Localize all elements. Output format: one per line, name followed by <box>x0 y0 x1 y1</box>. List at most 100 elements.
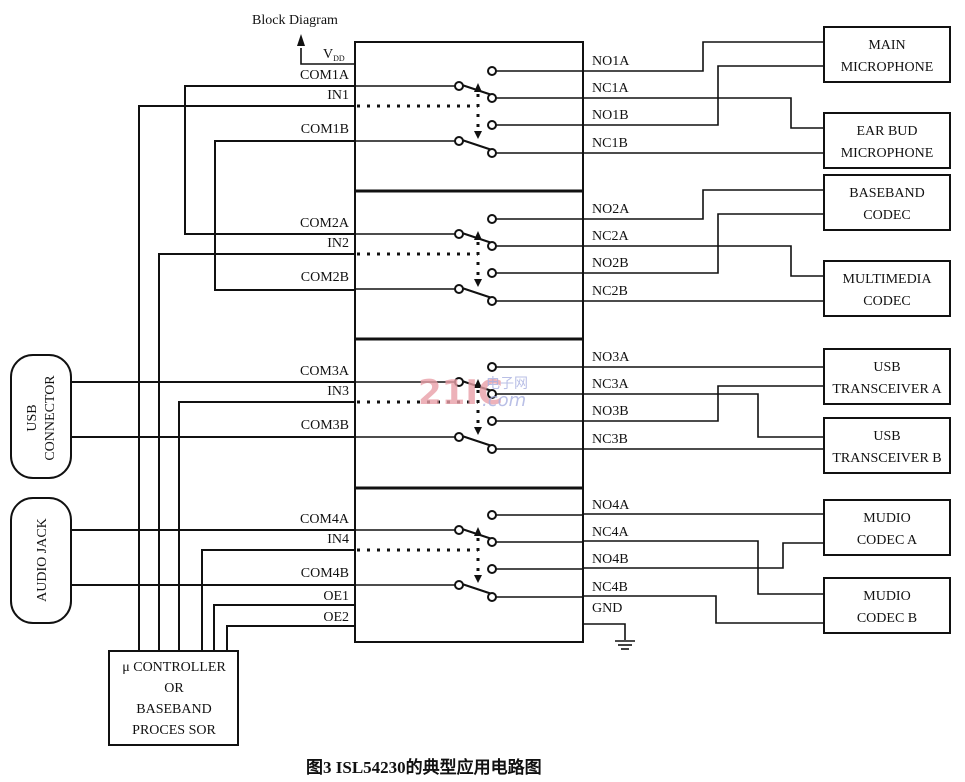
left-pin-label: IN4 <box>327 532 349 547</box>
switch-group-3 <box>355 362 583 454</box>
terminal <box>454 229 464 239</box>
usb-connector-label-2: CONNECTOR <box>43 375 58 461</box>
wire-no3b <box>583 385 824 422</box>
ic-package <box>354 41 584 643</box>
terminal <box>487 416 497 426</box>
terminal <box>487 241 497 251</box>
audio-jack-label: AUDIO JACK <box>35 518 50 602</box>
vdd-label: VDD <box>323 47 345 63</box>
block-label-2: MICROPHONE <box>841 60 934 75</box>
figure-caption: 图3 ISL54230的典型应用电路图 <box>306 757 542 777</box>
block-label-2: CODEC A <box>857 533 918 548</box>
switch-blade <box>461 139 493 151</box>
left-pin-label: COM2A <box>300 216 350 231</box>
usb-connector: USB CONNECTOR <box>10 354 72 479</box>
terminal <box>487 510 497 520</box>
wire-in2 <box>158 253 355 651</box>
terminal <box>487 296 497 306</box>
terminal <box>454 525 464 535</box>
right-pin-label: NO1A <box>592 54 630 69</box>
left-pin-label: COM4B <box>301 566 349 581</box>
terminal <box>487 214 497 224</box>
watermark-domain: .com <box>482 390 526 411</box>
ground-icon <box>583 623 635 650</box>
left-pin-label: OE2 <box>323 610 349 625</box>
block-label-1: MUDIO <box>863 511 910 526</box>
switch-group-2 <box>355 214 583 306</box>
right-pin-label: NC3B <box>592 432 628 447</box>
wires <box>71 41 824 651</box>
controller-block: μ CONTROLLER OR BASEBAND PROCES SOR <box>108 650 239 746</box>
switch-blade <box>461 435 493 447</box>
watermark-cn: 电子网 <box>486 376 528 392</box>
wire-com1a-com2a <box>184 85 355 235</box>
block-label-2: MICROPHONE <box>841 146 934 161</box>
right-pin-label: NC1A <box>592 81 629 96</box>
terminal <box>487 444 497 454</box>
controller-line-4: PROCES SOR <box>132 723 216 738</box>
usb-connector-label-1: USB <box>25 404 40 431</box>
block-label-2: TRANSCEIVER B <box>832 451 941 466</box>
terminal <box>487 592 497 602</box>
right-pin-label: NC2A <box>592 229 629 244</box>
terminal <box>454 432 464 442</box>
arrow-down-icon <box>474 575 482 583</box>
block-main-microphone: MAIN MICROPHONE <box>823 26 951 83</box>
wire-no1a <box>583 41 824 72</box>
block-label-2: CODEC <box>863 208 910 223</box>
switch-blade <box>461 583 493 595</box>
terminal <box>454 377 464 387</box>
wire-no2a <box>583 189 824 220</box>
right-pin-label: NO1B <box>592 108 629 123</box>
block-label-2: CODEC B <box>857 611 917 626</box>
left-pin-label: IN2 <box>327 236 349 251</box>
wire-oe2 <box>226 625 355 651</box>
left-pin-label: IN3 <box>327 384 349 399</box>
block-label-1: MUDIO <box>863 589 910 604</box>
wire-nc3a <box>583 393 824 438</box>
wire-no1b <box>583 65 824 126</box>
right-pin-label: NO3A <box>592 350 630 365</box>
block-label-1: USB <box>873 360 900 375</box>
wire-nc2a <box>583 245 824 277</box>
terminal <box>487 564 497 574</box>
block-label-1: BASEBAND <box>849 186 924 201</box>
block-label-1: MAIN <box>868 38 905 53</box>
block-mudio-codec-a: MUDIO CODEC A <box>823 499 951 556</box>
controller-line-2: OR <box>164 681 184 696</box>
arrow-up-icon <box>474 379 482 388</box>
left-pin-label: COM1A <box>300 68 350 83</box>
switch-group-4 <box>355 510 583 602</box>
arrow-up-icon <box>474 83 482 92</box>
wire-nc1a <box>583 97 824 129</box>
controller-line-1: μ CONTROLLER <box>122 660 226 675</box>
block-label-1: MULTIMEDIA <box>843 272 933 287</box>
right-pin-label: NO2B <box>592 256 629 271</box>
arrow-down-icon <box>474 427 482 435</box>
switch-groups <box>355 66 583 602</box>
left-pin-labels: COM1AIN1COM1BCOM2AIN2COM2BCOM3AIN3COM3BC… <box>300 68 350 625</box>
wire-in3 <box>178 401 355 651</box>
block-label-1: USB <box>873 429 900 444</box>
controller-line-3: BASEBAND <box>136 702 211 717</box>
audio-jack: AUDIO JACK <box>10 497 72 624</box>
left-pin-label: COM2B <box>301 270 349 285</box>
wire-no2b <box>583 213 824 274</box>
terminal <box>454 284 464 294</box>
right-pin-label: NO4B <box>592 552 629 567</box>
wire-oe1 <box>213 604 355 651</box>
right-pin-label: NC1B <box>592 136 628 151</box>
left-pin-label: COM3B <box>301 418 349 433</box>
right-pin-label: NO2A <box>592 202 630 217</box>
right-pin-label: NC2B <box>592 284 628 299</box>
terminal <box>454 136 464 146</box>
left-pin-label: COM1B <box>301 122 349 137</box>
right-pin-label: NO4A <box>592 498 630 513</box>
terminal <box>454 580 464 590</box>
vdd-arrow-icon <box>297 34 355 65</box>
left-pin-label: COM4A <box>300 512 350 527</box>
arrow-down-icon <box>474 131 482 139</box>
